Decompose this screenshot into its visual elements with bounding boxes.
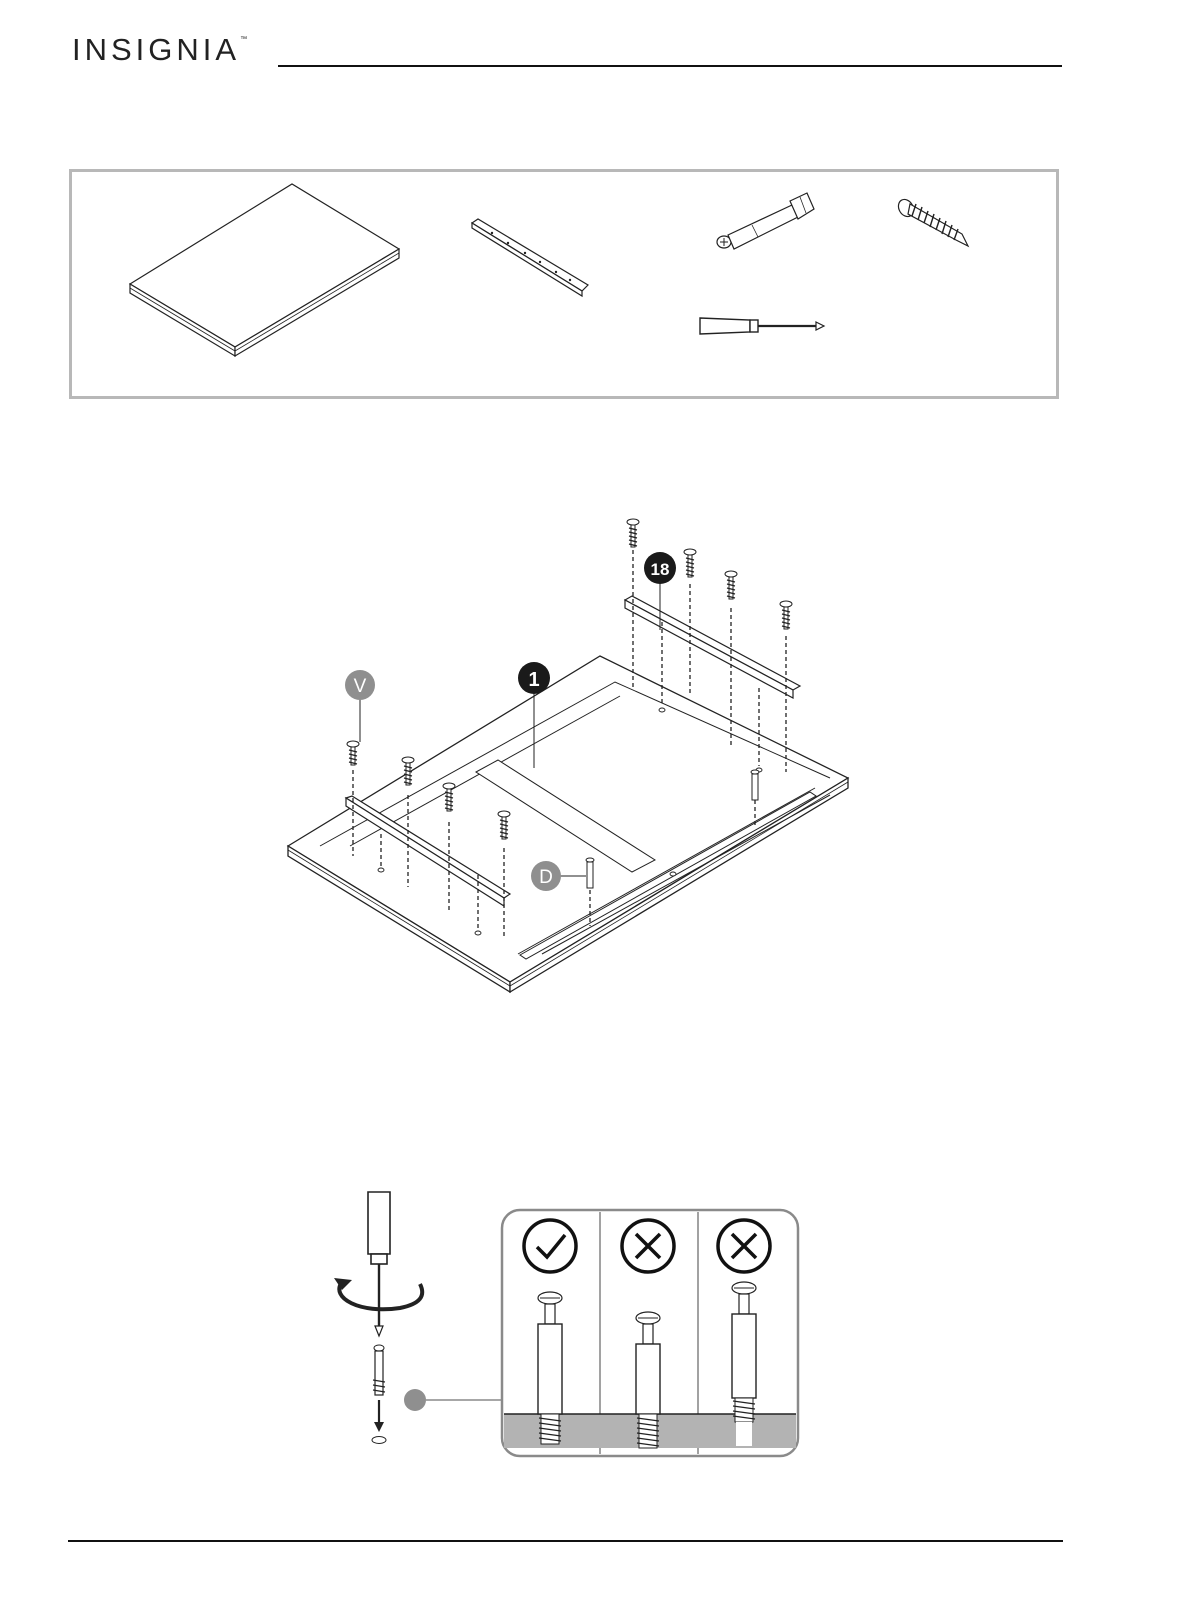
rail-illustration [470, 217, 595, 297]
page-header: INSIGNIA™ [72, 34, 1062, 74]
callout-d: D [531, 861, 561, 891]
cam-bolt-detail [320, 1190, 820, 1470]
header-rule [278, 65, 1062, 67]
footer-rule [68, 1540, 1063, 1542]
svg-text:1: 1 [528, 669, 539, 691]
screw-icon [347, 741, 359, 765]
screwdriver-icon [334, 1192, 422, 1336]
cross-icon [622, 1220, 674, 1272]
svg-text:18: 18 [651, 560, 670, 579]
svg-text:V: V [354, 676, 367, 697]
callout-1: 1 [518, 662, 550, 694]
brand-logo: INSIGNIA™ [72, 34, 247, 65]
callout-v: V [345, 670, 375, 700]
screw-illustration [894, 194, 974, 254]
assembly-diagram: V 1 18 D [270, 510, 870, 1010]
panel-illustration [127, 184, 407, 359]
cam-bolt-illustration [712, 187, 822, 257]
check-icon [524, 1220, 576, 1272]
parts-list-box [69, 169, 1059, 399]
screwdriver-illustration [698, 312, 828, 342]
svg-text:D: D [539, 867, 553, 888]
cross-icon [718, 1220, 770, 1272]
callout-18: 18 [644, 552, 676, 584]
